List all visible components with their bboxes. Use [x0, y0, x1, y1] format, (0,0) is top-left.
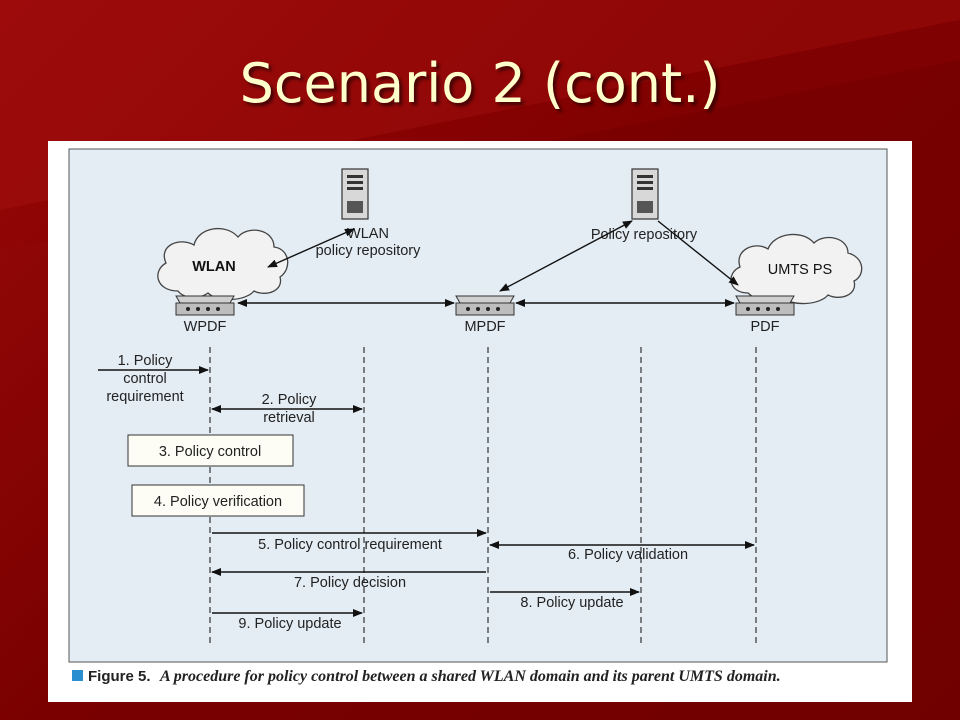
wlan-repository-label-line2: policy repository	[316, 243, 422, 259]
mpdf-router-icon	[455, 295, 515, 316]
pdf-label: PDF	[751, 319, 780, 335]
step7-label: 7. Policy decision	[294, 575, 406, 591]
wlan-repository-server-icon	[341, 168, 369, 220]
step8-label: 8. Policy update	[520, 595, 623, 611]
repo-pdf-link-arrow	[657, 220, 739, 286]
policy-control-diagram: WLAN UMTS PS WLAN policy repository Poli…	[68, 148, 888, 685]
wpdf-router-icon	[175, 295, 235, 316]
step6-label: 6. Policy validation	[568, 547, 688, 563]
slide-title: Scenario 2 (cont.)	[239, 52, 721, 115]
wlan-repo-link-arrow	[267, 228, 355, 268]
caption-text: A procedure for policy control between a…	[159, 668, 781, 685]
step4-label: 4. Policy verification	[154, 494, 282, 510]
pdf-router-icon	[735, 295, 795, 316]
step3-label: 3. Policy control	[159, 444, 261, 460]
wlan-cloud-label: WLAN	[192, 259, 236, 275]
caption-label: Figure 5.	[88, 668, 151, 685]
step5-label: 5. Policy control requirement	[258, 537, 442, 553]
step2-label-line2: retrieval	[263, 410, 315, 426]
step1-label-line2: control	[123, 371, 167, 387]
umts-ps-cloud: UMTS PS	[730, 233, 863, 305]
step3-box	[127, 434, 294, 467]
repo-mpdf-link-arrow	[499, 220, 633, 292]
mpdf-label: MPDF	[464, 319, 505, 335]
umts-ps-cloud-label: UMTS PS	[768, 262, 832, 278]
step1-label-line1: 1. Policy	[118, 353, 174, 369]
caption-marker-icon	[72, 670, 83, 681]
step1-label-line3: requirement	[106, 389, 183, 405]
diagram-panel	[68, 148, 888, 663]
step2-label-line1: 2. Policy	[262, 392, 318, 408]
wpdf-label: WPDF	[184, 319, 227, 335]
step4-box	[131, 484, 305, 517]
figure-frame: WLAN UMTS PS WLAN policy repository Poli…	[48, 141, 912, 702]
step9-label: 9. Policy update	[238, 616, 341, 632]
figure-caption: Figure 5. A procedure for policy control…	[88, 668, 781, 685]
policy-repository-server-icon	[631, 168, 659, 220]
wlan-repository-label-line1: WLAN	[347, 226, 389, 242]
